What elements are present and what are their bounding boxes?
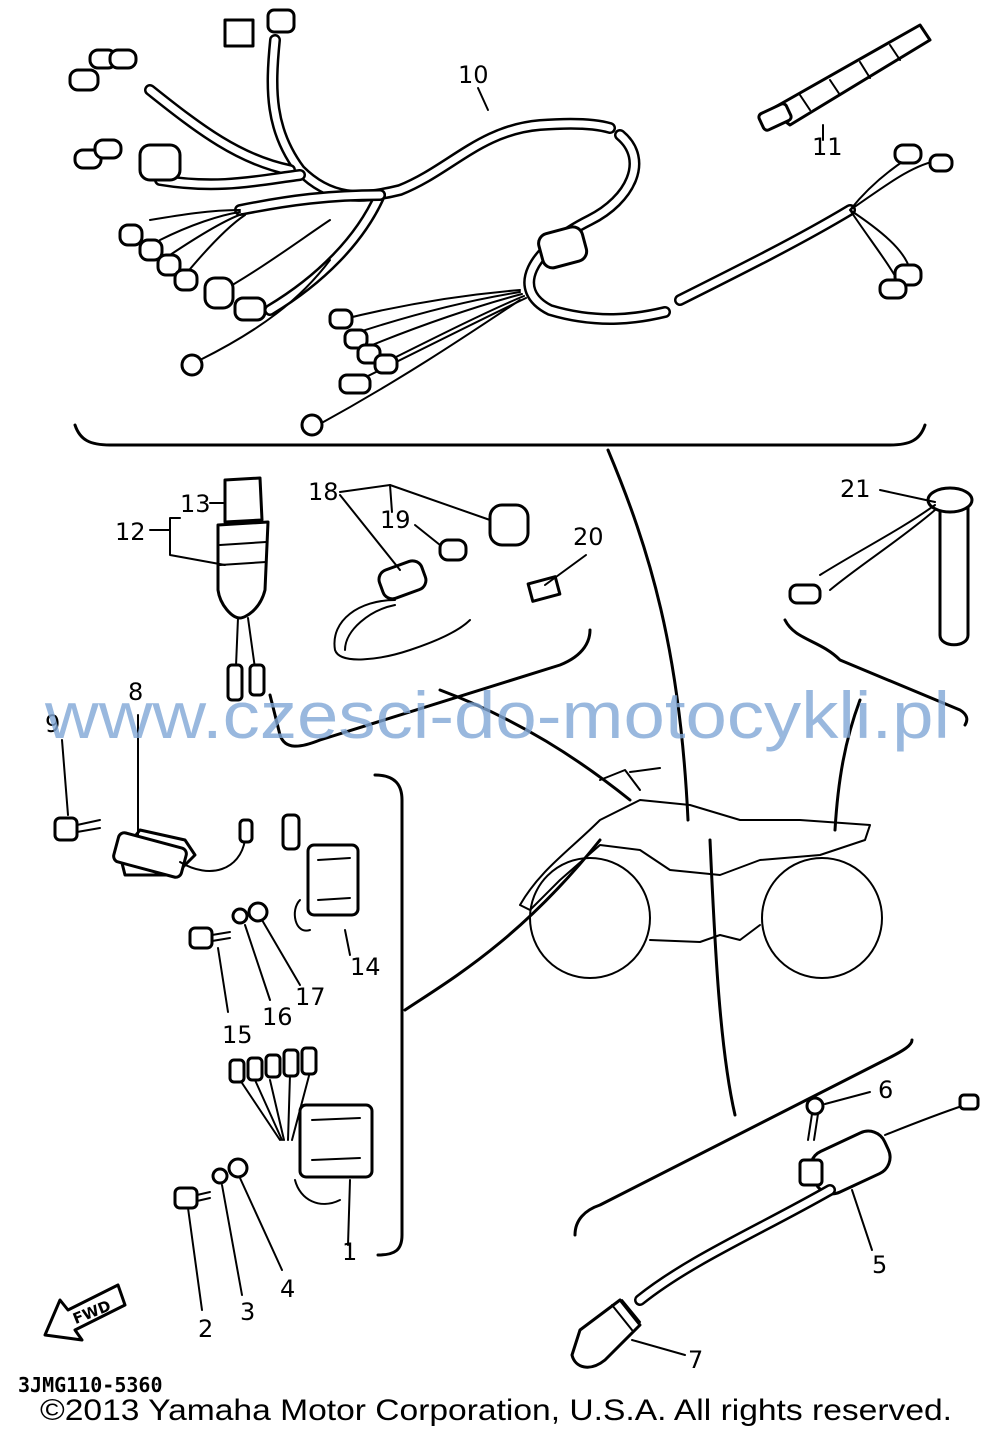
callout-7: 7: [688, 1346, 703, 1374]
callout-19: 19: [380, 506, 411, 534]
callout-17: 17: [295, 983, 326, 1011]
leader-harness: [606, 448, 690, 822]
callout-9: 9: [45, 710, 60, 738]
callout-6: 6: [878, 1076, 893, 1104]
callout-12: 12: [115, 518, 146, 546]
callout-16: 16: [262, 1003, 293, 1031]
callout-10: 10: [458, 61, 489, 89]
leader-starter: [708, 838, 737, 1117]
ignition-bracket: [373, 773, 404, 1257]
throttle-part-21: [783, 486, 974, 727]
ignition-coil-part-14: [188, 813, 360, 950]
callout-14: 14: [350, 953, 381, 981]
callout-5: 5: [872, 1251, 887, 1279]
starter-relay-part-5: [570, 1038, 980, 1369]
rectifier-part-1: [173, 1046, 374, 1210]
wire-harness-part-10: [68, 8, 954, 447]
callout-8: 8: [128, 678, 143, 706]
watermark-text: www.czesci-do-motocykli.pl: [44, 678, 950, 752]
callout-leaders: [61, 87, 936, 1356]
atv-silhouette: [519, 767, 883, 979]
callout-18: 18: [308, 478, 339, 506]
leader-throttle: [833, 698, 862, 832]
callout-20: 20: [573, 523, 604, 551]
callout-3: 3: [240, 1298, 255, 1326]
cdi-unit-part-8: [53, 816, 254, 879]
callout-15: 15: [222, 1021, 253, 1049]
fwd-arrow-icon: FWD: [43, 1283, 127, 1342]
callout-numbers: 1 2 3 4 5 6 7 8 9 10 11 12 13 14 15 16 1…: [45, 61, 893, 1374]
main-switch-part-12: [216, 476, 270, 702]
callout-13: 13: [180, 490, 211, 518]
switch-group-part-18: [268, 503, 592, 748]
callout-11: 11: [812, 133, 843, 161]
copyright-text: ©2013 Yamaha Motor Corporation, U.S.A. A…: [40, 1394, 952, 1427]
band-part-11: [757, 23, 932, 132]
catalog-code: 3JMG110-5360: [18, 1373, 163, 1397]
callout-4: 4: [280, 1275, 295, 1303]
leader-ignition: [403, 838, 602, 1012]
callout-1: 1: [342, 1238, 357, 1266]
leader-switch: [438, 688, 632, 802]
callout-2: 2: [198, 1315, 213, 1343]
callout-21: 21: [840, 475, 871, 503]
